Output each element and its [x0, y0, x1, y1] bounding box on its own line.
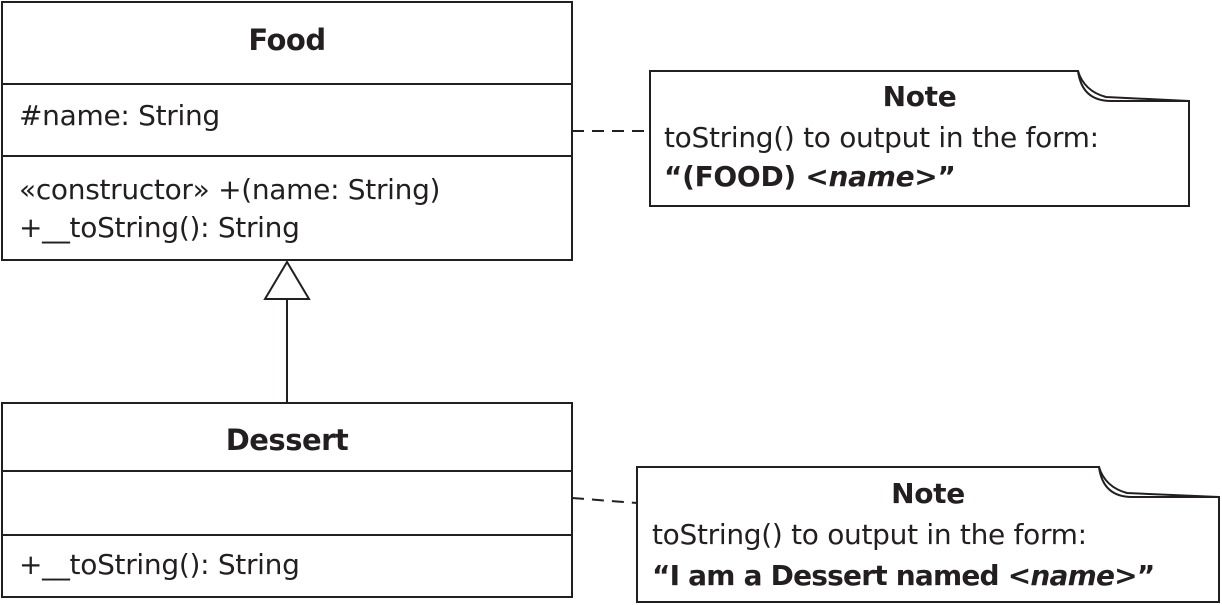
food-note-quote-close: ” — [937, 160, 956, 193]
dessert-class[interactable]: Dessert +__toString(): String — [1, 402, 573, 598]
dessert-note-title: Note — [891, 477, 965, 510]
food-attribute-name: #name: String — [19, 99, 220, 132]
dessert-note-quote-close: ” — [1136, 559, 1155, 592]
generalization-arrowhead — [263, 260, 311, 300]
dessert-note-format: “I am a Dessert named <name>” — [652, 559, 1155, 592]
dessert-operation-tostring: +__toString(): String — [19, 548, 300, 581]
food-class-name: Food — [248, 23, 326, 57]
dessert-attributes-compartment — [3, 470, 571, 534]
dessert-note-prefix: I am a Dessert named — [669, 559, 1008, 592]
food-operations-compartment: «constructor» +(name: String) +__toStrin… — [3, 155, 571, 261]
dessert-operations-compartment: +__toString(): String — [3, 534, 571, 598]
dessert-note-anchor — [571, 497, 638, 504]
food-class[interactable]: Food #name: String «constructor» +(name:… — [1, 1, 573, 261]
food-operation-tostring: +__toString(): String — [19, 211, 300, 244]
food-note-prefix: (FOOD) — [682, 160, 806, 193]
food-operation-constructor: «constructor» +(name: String) — [19, 173, 441, 206]
food-note-title: Note — [882, 80, 957, 113]
dessert-note-fold — [1098, 466, 1220, 498]
dessert-note-placeholder: <name> — [1007, 559, 1138, 592]
food-note-quote-open: “ — [664, 160, 683, 193]
food-name-compartment: Food — [3, 3, 571, 83]
dessert-note-line1: toString() to output in the form: — [652, 518, 1087, 551]
dessert-note-quote-open: “ — [652, 559, 670, 592]
dessert-name-compartment: Dessert — [3, 404, 571, 470]
dessert-class-name: Dessert — [225, 423, 349, 457]
food-note-line1: toString() to output in the form: — [664, 121, 1099, 154]
food-note-placeholder: <name> — [805, 160, 938, 193]
food-attributes-compartment: #name: String — [3, 83, 571, 155]
food-note-format: “(FOOD) <name>” — [664, 160, 956, 193]
food-note-fold — [1077, 70, 1190, 102]
